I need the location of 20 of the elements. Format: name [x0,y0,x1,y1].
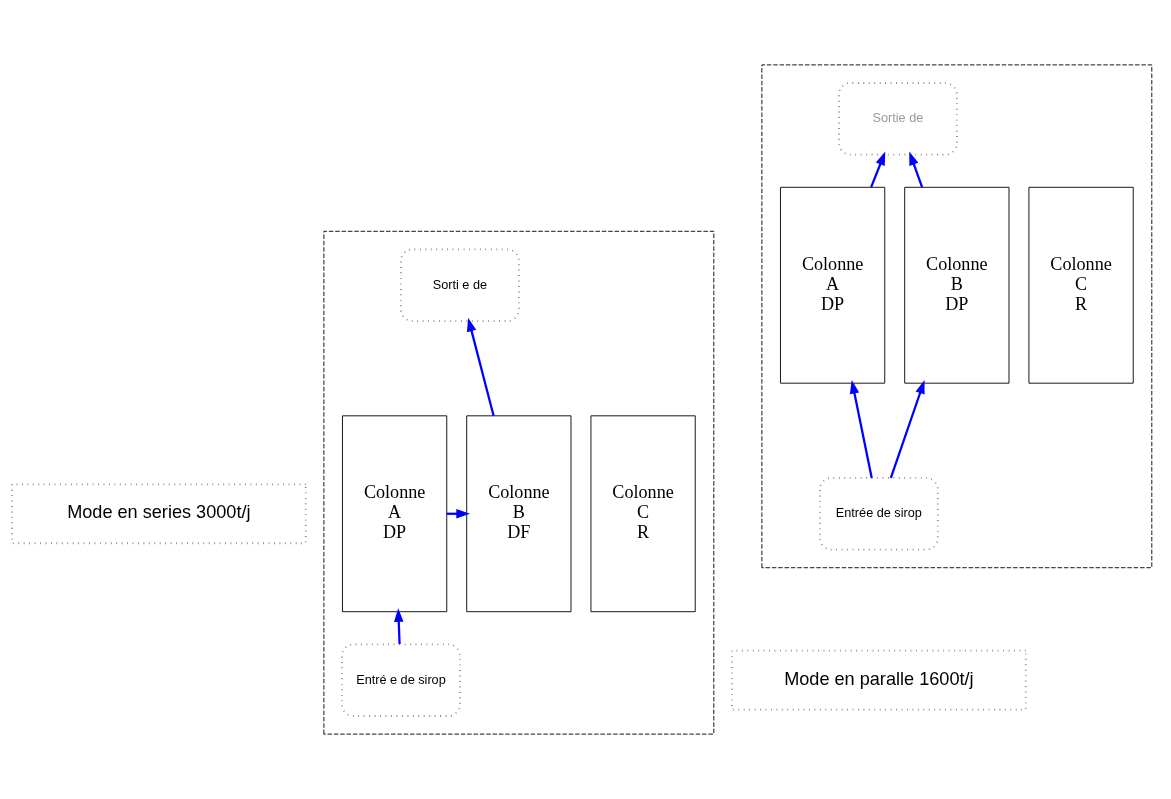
node-box: Mode en series 3000t/j [11,483,307,545]
node-box: Colonne B DF [466,415,572,613]
node-box: Colonne B DP [904,186,1010,384]
arrow [909,151,924,188]
arrow [849,379,873,479]
node-box: Mode en paralle 1600t/j [731,649,1027,711]
node-box: Sortie de [838,82,958,156]
node-box: Colonne A DP [780,186,886,384]
arrow [870,151,886,188]
arrow [889,380,925,479]
arrow [394,608,404,644]
node-box: Colonne C R [1028,186,1134,384]
arrow [466,317,495,416]
node-box: Sorti e de [400,248,520,322]
node-box: Entrée de sirop [819,477,939,551]
node-box: Entré e de sirop [341,643,461,717]
cluster [323,230,715,735]
node-box: Colonne A DP [342,415,448,613]
cluster [761,64,1153,569]
node-box: Colonne C R [590,415,696,613]
